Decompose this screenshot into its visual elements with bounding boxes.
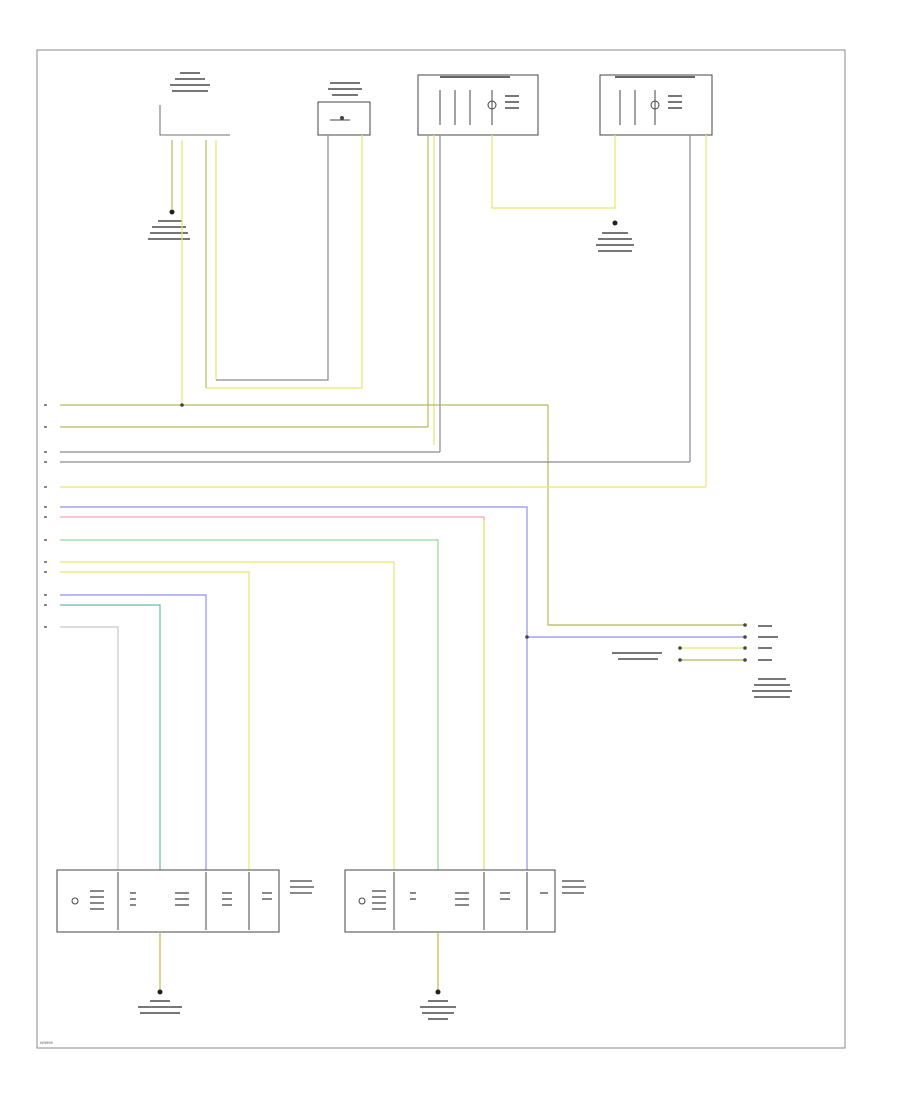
component-bottom-right-module [344, 869, 586, 933]
connector-right-block [612, 623, 792, 698]
wires-bottom-ground [159, 932, 439, 990]
connector-pin-labels [44, 404, 47, 628]
component-left-seatbelt-assembly [417, 74, 539, 136]
ground-label-top-right [596, 220, 634, 252]
component-top-left-module [159, 72, 230, 136]
ground-label-bottom-left [138, 989, 182, 1014]
ground-label-top-left [148, 209, 190, 240]
footer-code: W3999 [40, 1040, 53, 1045]
ground-label-bottom-right [420, 989, 456, 1020]
diagram-frame [36, 49, 846, 1049]
wires-top-vertical [171, 135, 707, 487]
wires-horizontal-bus [60, 403, 745, 870]
component-right-seatbelt-assembly [599, 74, 713, 136]
component-bottom-left-module [56, 869, 314, 933]
component-top-center-switch [317, 82, 371, 136]
